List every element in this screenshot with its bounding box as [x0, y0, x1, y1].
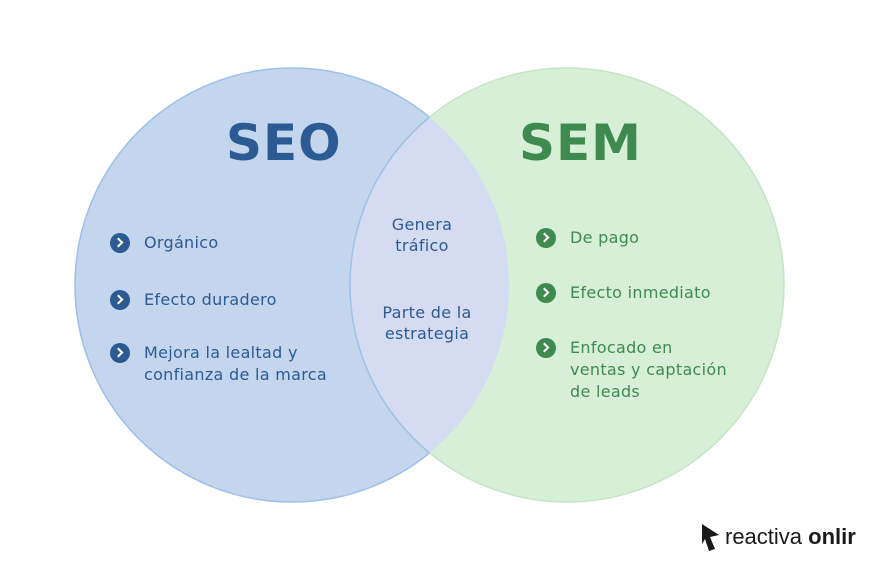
- overlap-item-genera-trafico: Genera tráfico: [391, 215, 453, 255]
- sem-item-label: Efecto inmediato: [570, 283, 711, 302]
- reactiva-logo-icon: [702, 524, 719, 551]
- seo-item-efecto-duradero: Efecto duradero: [110, 289, 277, 311]
- chevron-right-icon: [536, 283, 556, 303]
- chevron-right-icon: [536, 228, 556, 248]
- seo-item-lealtad: Mejora la lealtad y confianza de la marc…: [110, 342, 327, 386]
- sem-item-enfocado: Enfocado en ventas y captación de leads: [536, 337, 727, 403]
- sem-item-label: Enfocado en ventas y captación de leads: [570, 338, 727, 401]
- seo-item-label: Efecto duradero: [144, 290, 277, 309]
- seo-item-organico: Orgánico: [110, 232, 218, 254]
- overlap-region: [349, 68, 509, 502]
- chevron-right-icon: [110, 343, 130, 363]
- chevron-right-icon: [536, 338, 556, 358]
- seo-title: SEO: [226, 114, 342, 172]
- brand-wordmark: reactiva onlir: [725, 524, 856, 549]
- sem-item-label: De pago: [570, 228, 640, 247]
- seo-item-label: Orgánico: [144, 233, 219, 252]
- sem-item-efecto-inmediato: Efecto inmediato: [536, 282, 711, 304]
- seo-item-label: Mejora la lealtad y confianza de la marc…: [144, 343, 327, 384]
- sem-title: SEM: [519, 114, 642, 172]
- sem-item-de-pago: De pago: [536, 227, 639, 249]
- chevron-right-icon: [110, 290, 130, 310]
- overlap-item-parte-estrategia: Parte de la estrategia: [382, 303, 472, 343]
- chevron-right-icon: [110, 233, 130, 253]
- brand-logo: reactiva onlir: [700, 522, 856, 552]
